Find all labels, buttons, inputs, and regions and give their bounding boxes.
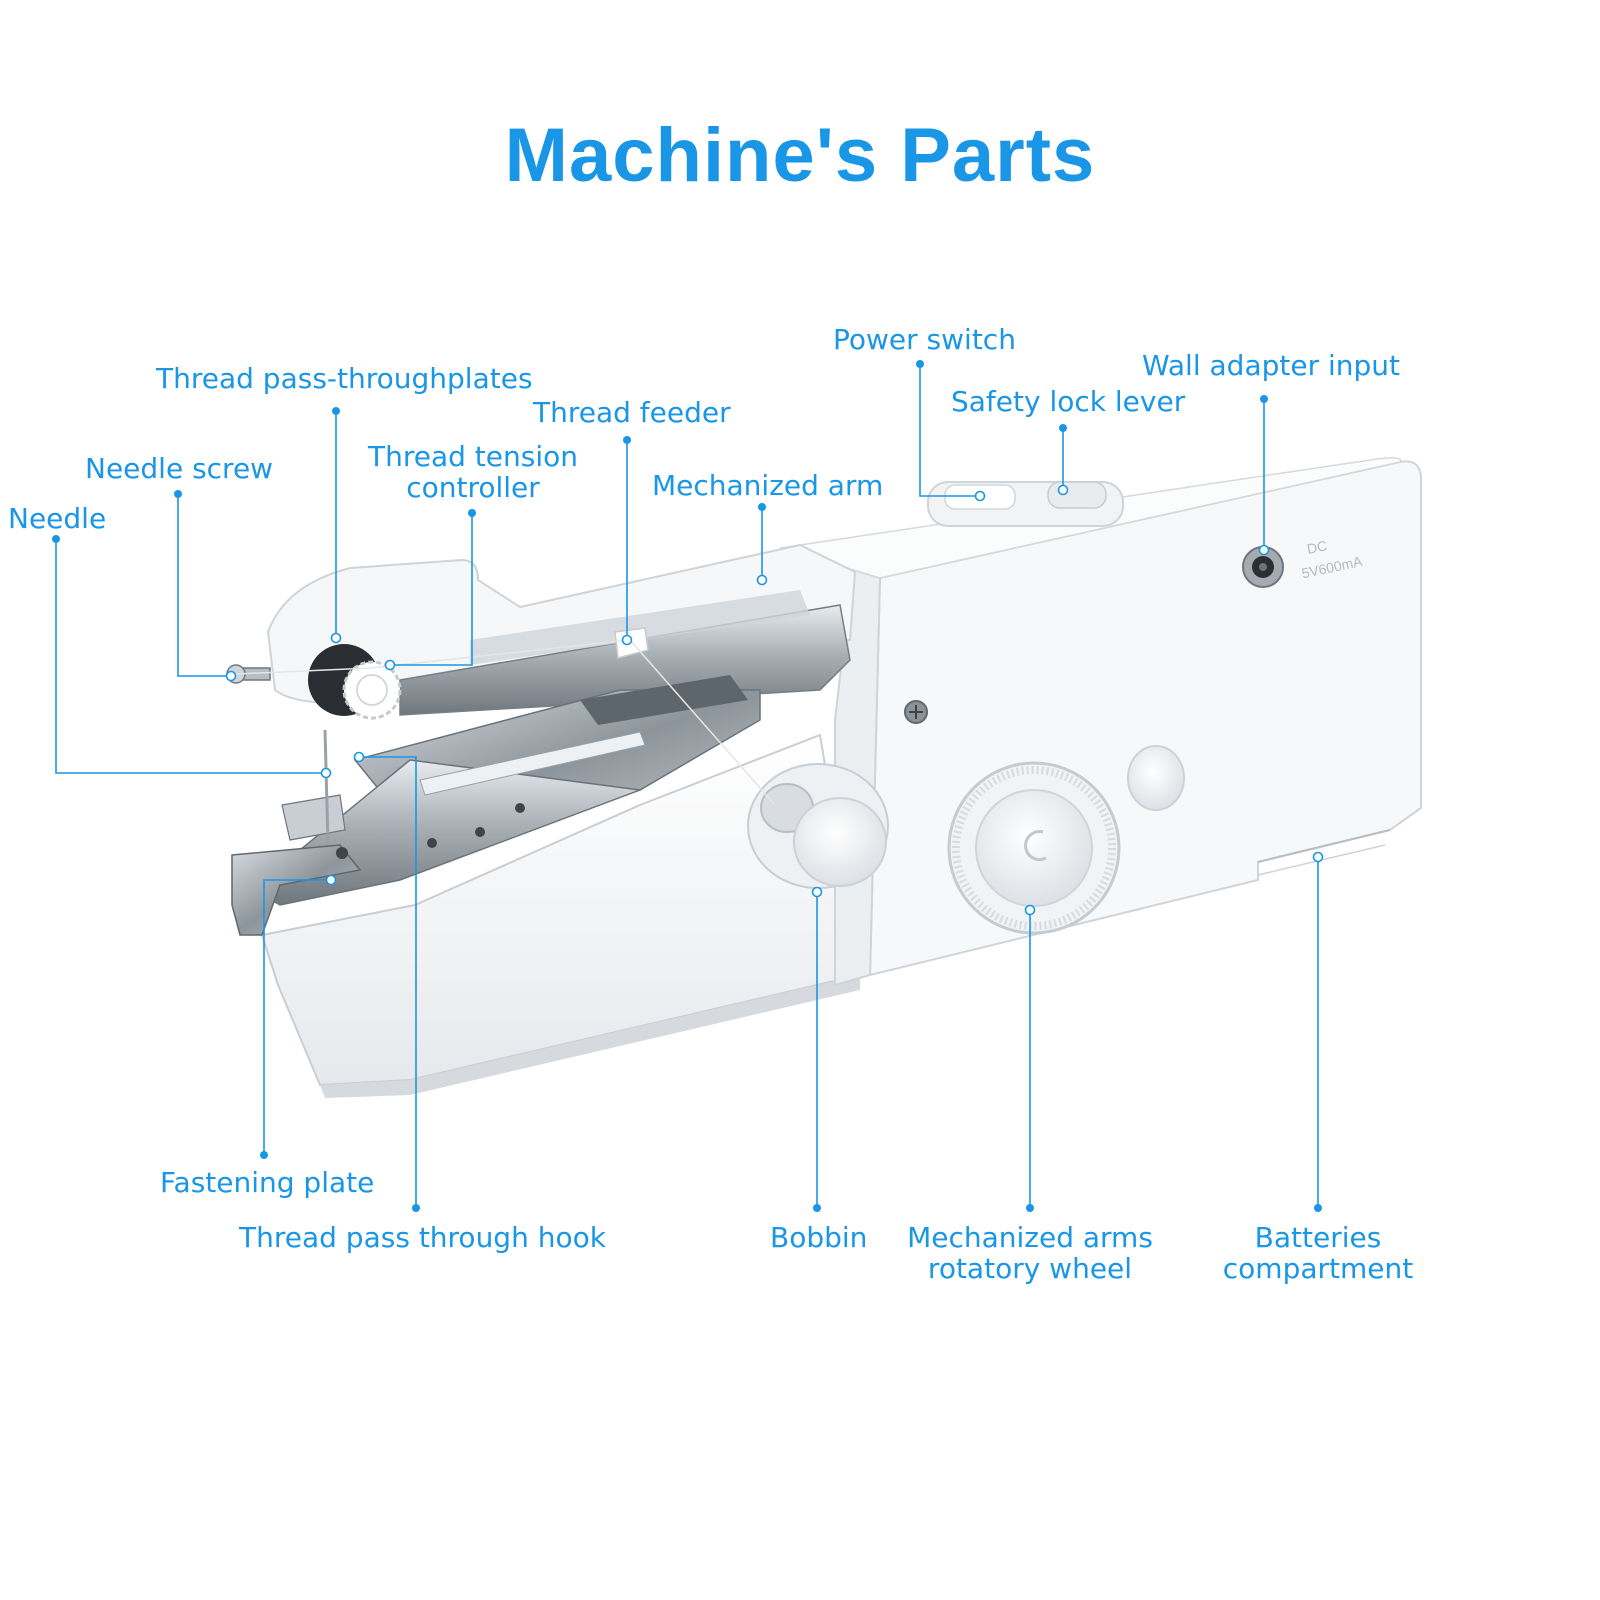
rating-text: DC [1305, 537, 1328, 557]
callout-targets [225, 484, 1324, 916]
label-wall-adapter-input: Wall adapter input [1142, 349, 1401, 382]
label-bobbin: Bobbin [770, 1221, 868, 1254]
label-safety-lock-lever: Safety lock lever [951, 385, 1186, 418]
label-line: compartment [1222, 1252, 1414, 1285]
label-needle-screw: Needle screw [85, 452, 274, 485]
thread-tension-controller [308, 644, 402, 720]
label-rotatory-wheel: Mechanized arms rotatory wheel [900, 1222, 1160, 1284]
label-mechanized-arm: Mechanized arm [652, 469, 884, 502]
label-power-switch: Power switch [833, 323, 1016, 356]
label-batteries-compartment: Batteries compartment [1218, 1222, 1418, 1284]
label-line: Thread tension [368, 440, 578, 473]
page-title: Machine's Parts [504, 113, 1096, 198]
label-line: Batteries [1254, 1221, 1382, 1254]
label-thread-pass-throughplates: Thread pass-throughplates [156, 362, 533, 395]
small-button [1127, 745, 1185, 811]
callout-dots [52, 360, 1322, 1212]
label-line: rotatory wheel [927, 1252, 1133, 1285]
label-thread-tension-controller: Thread tension controller [362, 441, 584, 503]
label-line: controller [406, 471, 540, 504]
rotatory-wheel [947, 761, 1121, 935]
label-needle: Needle [8, 502, 107, 535]
safety-lock-lever [1047, 481, 1107, 509]
bobbin-knob [747, 763, 889, 889]
wall-adapter-jack [1242, 546, 1284, 588]
needle [323, 729, 330, 846]
label-thread-feeder: Thread feeder [533, 396, 731, 429]
callout-lines [55, 364, 1319, 1208]
label-line: Mechanized arms [907, 1221, 1153, 1254]
machine-body: DC 5V600mA [226, 457, 1422, 1098]
label-thread-pass-through-hook: Thread pass through hook [239, 1221, 606, 1254]
label-fastening-plate: Fastening plate [160, 1166, 375, 1199]
